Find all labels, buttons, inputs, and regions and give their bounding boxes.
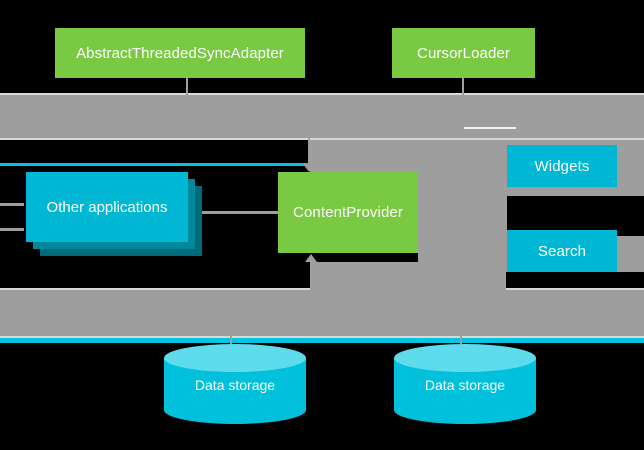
arrowhead-into-provider-search xyxy=(420,227,428,237)
node-label-search: Search xyxy=(537,242,587,260)
node-other-applications[interactable]: Other applications xyxy=(26,172,202,256)
node-cursor-loader[interactable]: CursorLoader xyxy=(392,28,535,78)
edge-top-drop-to-provider xyxy=(308,127,310,165)
edge-syncadapter-to-provider-horz xyxy=(186,127,308,129)
node-widgets[interactable]: Widgets xyxy=(507,145,617,187)
node-label-widgets: Widgets xyxy=(534,157,590,175)
edge-search-vert xyxy=(461,231,463,259)
arrowhead-into-provider-bottom xyxy=(305,254,317,262)
artifact-cyan-rule xyxy=(0,338,644,343)
other-applications-card-front[interactable]: Other applications xyxy=(26,172,188,242)
artifact-line-upper-bottom xyxy=(0,138,644,140)
edge-storage-right-horz xyxy=(310,299,462,301)
edge-widgets-horz-top xyxy=(461,177,507,179)
edge-storage-left-vert xyxy=(230,300,232,345)
node-abstract-threaded-sync-adapter[interactable]: AbstractThreadedSyncAdapter xyxy=(55,28,305,78)
artifact-line-upper-top xyxy=(0,93,644,95)
node-search[interactable]: Search xyxy=(507,230,617,272)
cylinder-top-right xyxy=(394,344,536,372)
cylinder-top-left xyxy=(164,344,306,372)
node-label-sync-adapter: AbstractThreadedSyncAdapter xyxy=(76,44,284,62)
edge-storage-rise-to-provider xyxy=(310,262,312,300)
artifact-band-upper xyxy=(0,95,644,139)
artifact-cyan-rule-upper xyxy=(0,163,310,166)
node-label-data-storage-left: Data storage xyxy=(194,377,276,393)
node-data-storage-left[interactable]: Data storage xyxy=(164,344,306,424)
edge-provider-to-otherapps xyxy=(196,211,282,214)
artifact-band-lower xyxy=(0,290,644,338)
node-label-cursor-loader: CursorLoader xyxy=(417,44,510,62)
artifact-line-lower-bottom xyxy=(0,336,644,338)
edge-cursorloader-to-provider-vert xyxy=(462,78,464,128)
arrowhead-into-provider-widgets xyxy=(420,199,428,209)
edge-stub-left-lower xyxy=(0,228,24,231)
edge-syncadapter-to-provider-vert xyxy=(186,78,188,128)
edge-cursorloader-to-provider-horz xyxy=(308,127,464,129)
cylinder-bottom-left xyxy=(164,396,306,424)
node-label-other-applications: Other applications xyxy=(46,198,168,216)
node-content-provider[interactable]: ContentProvider xyxy=(278,172,418,253)
edge-widgets-to-provider xyxy=(428,203,463,206)
edge-search-to-provider xyxy=(428,231,463,234)
edge-stub-left-upper xyxy=(0,203,24,206)
edge-storage-right-vert xyxy=(460,300,462,345)
cylinder-bottom-right xyxy=(394,396,536,424)
edge-widgets-vert xyxy=(461,177,463,205)
node-label-content-provider: ContentProvider xyxy=(293,204,403,221)
edge-search-horz-bottom xyxy=(461,257,507,259)
edge-storage-left-horz xyxy=(230,299,310,301)
node-data-storage-right[interactable]: Data storage xyxy=(394,344,536,424)
node-label-data-storage-right: Data storage xyxy=(424,377,506,393)
arrowhead-into-provider-top xyxy=(303,164,315,172)
artifact-block-lower-center xyxy=(310,262,506,292)
